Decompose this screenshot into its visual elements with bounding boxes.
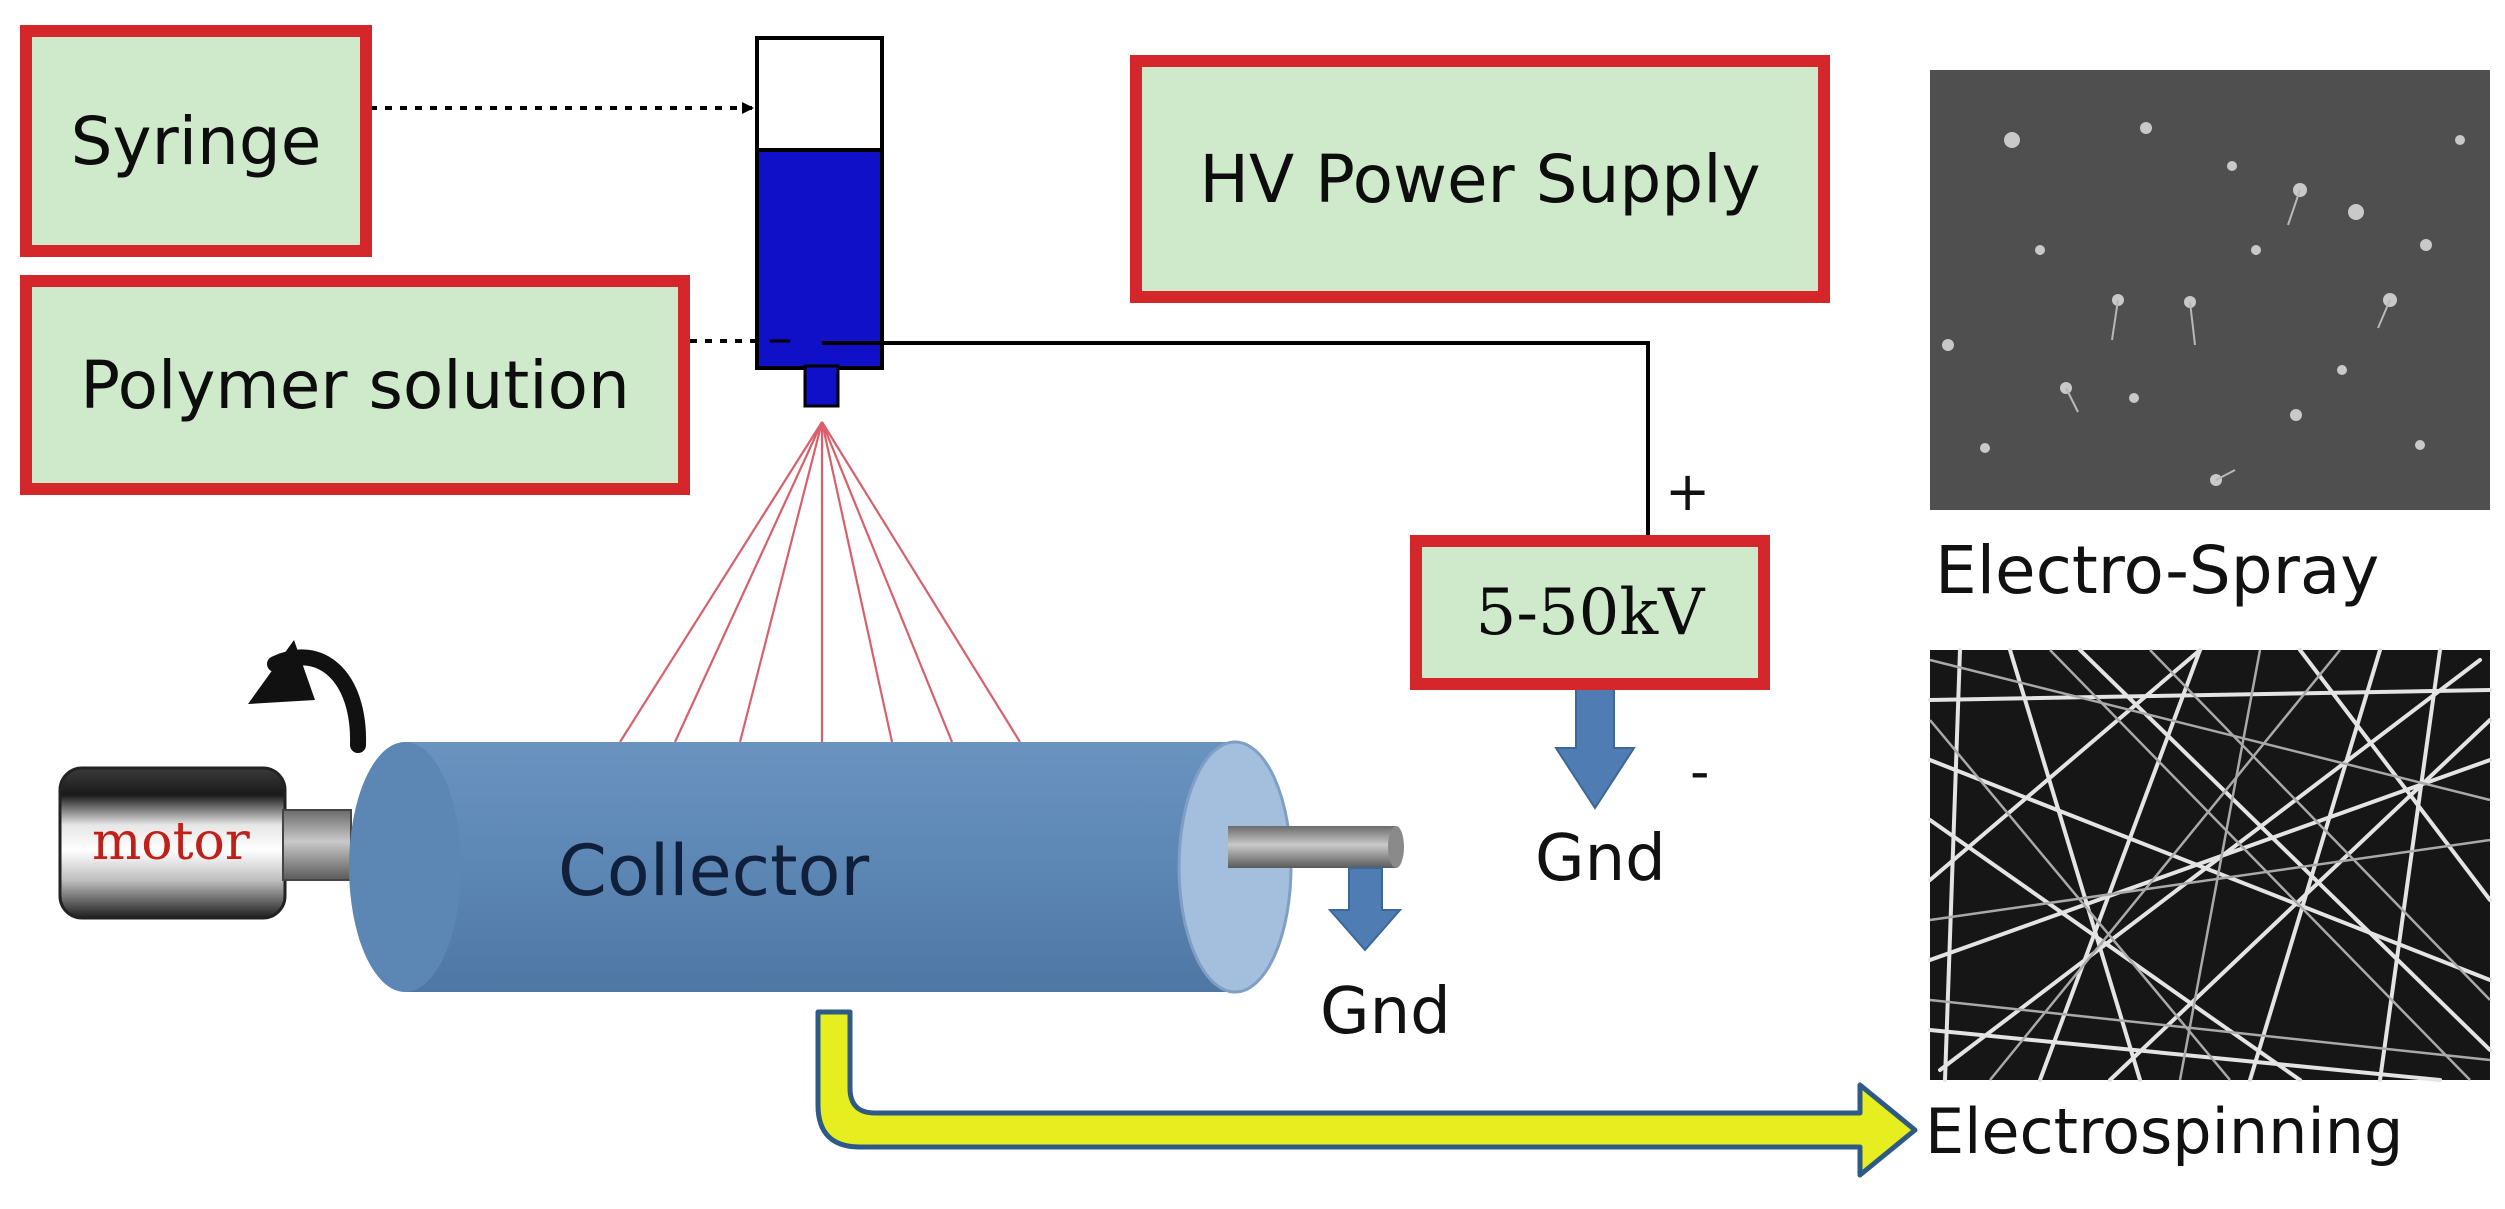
flow-arrow-icon xyxy=(815,1009,1918,1178)
motor-label: motor xyxy=(92,812,250,872)
ground-arrow-icon xyxy=(1554,685,1636,810)
gnd-collector-label: Gnd xyxy=(1320,975,1451,1049)
curved-arrow-icon xyxy=(248,640,367,753)
syringe-label: Syringe xyxy=(20,25,372,257)
fiber-jets xyxy=(619,421,1021,743)
electro-spray-label: Electro-Spray xyxy=(1935,532,2380,609)
syringe-icon xyxy=(755,36,884,408)
hv-power-supply-label: HV Power Supply xyxy=(1130,55,1830,303)
polymer-solution-label: Polymer solution xyxy=(20,275,690,495)
collector-label: Collector xyxy=(558,830,870,912)
motor-icon xyxy=(58,766,352,920)
collector-drum xyxy=(349,740,1404,994)
voltage-label: 5-50kV xyxy=(1410,535,1770,690)
electrospinning-micrograph xyxy=(1928,648,2492,1082)
plus-sign: + xyxy=(1665,460,1711,523)
gnd-supply-label: Gnd xyxy=(1535,822,1666,896)
ground-arrow-icon xyxy=(1327,867,1403,952)
hv-wire xyxy=(822,341,1650,535)
minus-sign: - xyxy=(1690,740,1710,803)
electrospinning-label: Electrospinning xyxy=(1925,1095,2404,1168)
electro-spray-micrograph xyxy=(1930,70,2490,510)
